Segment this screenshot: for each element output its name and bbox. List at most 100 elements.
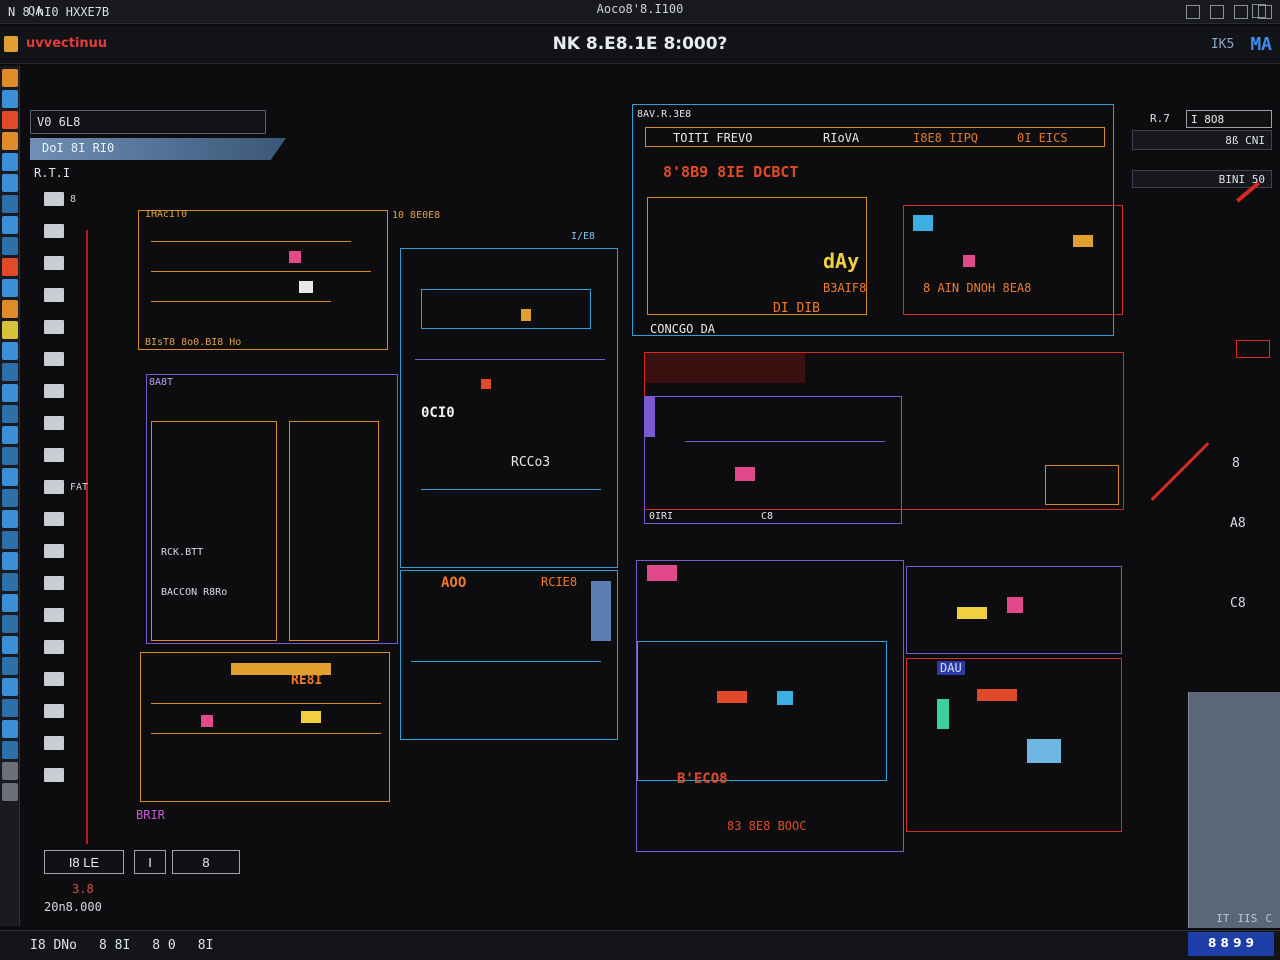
tool-icon[interactable]: [2, 636, 18, 654]
tool-icon[interactable]: [2, 174, 18, 192]
left-tool-item[interactable]: [44, 608, 70, 622]
tool-icon[interactable]: [2, 405, 18, 423]
right-side-item[interactable]: C8: [1230, 596, 1246, 611]
tool-icon[interactable]: [2, 300, 18, 318]
left-tool-item[interactable]: [44, 704, 70, 718]
status-item[interactable]: 8I: [197, 938, 214, 953]
tool-icon[interactable]: [2, 132, 18, 150]
left-panel-tab[interactable]: DoI 8I RI0: [30, 138, 286, 160]
restore-icon[interactable]: [1210, 4, 1224, 19]
tool-icon[interactable]: [2, 426, 18, 444]
tool-icon[interactable]: [2, 720, 18, 738]
tool-icon[interactable]: [2, 468, 18, 486]
frame-c-tab[interactable]: I8E8 IIPQ: [913, 131, 979, 145]
minimize-icon[interactable]: [1186, 4, 1200, 19]
sub-center-label: Aoco8'8.I100: [596, 2, 684, 16]
left-tool-item[interactable]: 8: [44, 192, 76, 206]
tool-icon[interactable]: [2, 447, 18, 465]
tool-icon[interactable]: [2, 111, 18, 129]
tool-icon[interactable]: [2, 153, 18, 171]
tool-icon[interactable]: [2, 552, 18, 570]
left-tool-item[interactable]: [44, 256, 70, 270]
tool-icon[interactable]: [2, 699, 18, 717]
status-right-item[interactable]: IIS: [1237, 912, 1258, 925]
tool-icon[interactable]: [2, 531, 18, 549]
tool-icon[interactable]: [2, 741, 18, 759]
header-mark-icon[interactable]: MA: [1250, 34, 1272, 55]
tool-icon[interactable]: [2, 321, 18, 339]
tool-icon[interactable]: [2, 678, 18, 696]
left-tool-item[interactable]: [44, 512, 70, 526]
left-tool-item[interactable]: [44, 768, 70, 782]
canvas-frame-f2[interactable]: [906, 566, 1122, 654]
status-item[interactable]: 8 0: [152, 938, 176, 953]
status-item[interactable]: 8 8I: [98, 938, 131, 953]
tool-icon[interactable]: [2, 216, 18, 234]
app-header: uvvectinuu NK 8.E8.1E 8:000? IK5 MA: [0, 26, 1280, 64]
canvas-frame-d[interactable]: 0IRI C8: [644, 396, 902, 524]
bottom-tag: BRIR: [136, 808, 165, 822]
right-panel-box[interactable]: I 8O8: [1186, 110, 1272, 128]
tool-icon[interactable]: [2, 258, 18, 276]
tool-icon[interactable]: [2, 69, 18, 87]
canvas-frame-g[interactable]: DAU: [906, 658, 1122, 832]
left-action-button[interactable]: 8: [172, 850, 240, 874]
left-action-button[interactable]: I: [134, 850, 166, 874]
tool-icon[interactable]: [2, 90, 18, 108]
left-tool-item[interactable]: [44, 288, 70, 302]
maximize-icon[interactable]: [1234, 4, 1248, 19]
left-tool-item[interactable]: [44, 576, 70, 590]
minimap-panel[interactable]: [1188, 692, 1280, 928]
left-action-button[interactable]: I8 LE: [44, 850, 124, 874]
tool-icon[interactable]: [2, 342, 18, 360]
left-tool-item[interactable]: [44, 640, 70, 654]
tool-icon[interactable]: [2, 384, 18, 402]
right-side-item[interactable]: A8: [1230, 516, 1246, 531]
left-tool-item[interactable]: [44, 384, 70, 398]
right-side-item[interactable]: 8: [1232, 456, 1240, 471]
canvas-frame-b[interactable]: I/E8 0CI0 RCCo3: [400, 231, 618, 568]
canvas-frame-bl[interactable]: AOO RCIE8: [400, 570, 618, 740]
tool-icon[interactable]: [2, 195, 18, 213]
tool-icon[interactable]: [2, 783, 18, 801]
expand-icon[interactable]: [1252, 4, 1266, 18]
header-right-label[interactable]: IK5: [1210, 37, 1235, 52]
tool-icon[interactable]: [2, 762, 18, 780]
left-tool-item[interactable]: [44, 320, 70, 334]
canvas-frame-c[interactable]: 8AV.R.3E8 TOITI FREVO RIoVA I8E8 IIPQ 0I…: [632, 104, 1123, 336]
canvas-frame-e[interactable]: RE8I: [140, 652, 390, 802]
status-item[interactable]: I8 DNo: [30, 938, 77, 953]
frame-c-tab[interactable]: 0I EICS: [1017, 131, 1068, 145]
right-red-box-icon[interactable]: [1236, 340, 1270, 358]
tool-icon[interactable]: [2, 279, 18, 297]
left-tool-item[interactable]: [44, 672, 70, 686]
tool-icon[interactable]: [2, 594, 18, 612]
left-block[interactable]: 8A8T RCK.BTT BACCON R8Ro: [146, 374, 398, 644]
left-tool-item[interactable]: [44, 416, 70, 430]
left-tool-item[interactable]: [44, 736, 70, 750]
tool-icon[interactable]: [2, 489, 18, 507]
tool-icon[interactable]: [2, 363, 18, 381]
tool-icon[interactable]: [2, 573, 18, 591]
right-panel-field[interactable]: BINI 50: [1132, 170, 1272, 188]
tool-icon[interactable]: [2, 615, 18, 633]
left-panel-label: R.T.I: [34, 166, 71, 180]
tool-icon[interactable]: [2, 657, 18, 675]
export-icon: [44, 736, 64, 750]
sub-left-label[interactable]: QA: [28, 4, 43, 18]
left-tool-item[interactable]: [44, 224, 70, 238]
left-panel-title[interactable]: V0 6L8: [30, 110, 266, 134]
right-panel-field[interactable]: 8ß CNI: [1132, 130, 1272, 150]
canvas-frame-a[interactable]: IHAcIT0 BIsT8 8o0.BI8 Ho: [138, 209, 388, 350]
status-right-item[interactable]: C: [1265, 912, 1272, 925]
tool-icon[interactable]: [2, 510, 18, 528]
left-tool-item[interactable]: [44, 544, 70, 558]
tool-icon[interactable]: [2, 237, 18, 255]
canvas-frame-f[interactable]: B'ECO8 83 8E8 BOOC: [636, 560, 904, 852]
left-tool-item[interactable]: [44, 352, 70, 366]
status-right-item[interactable]: IT: [1216, 912, 1230, 925]
left-tool-item[interactable]: FAT: [44, 480, 88, 494]
frame-c-tab[interactable]: TOITI FREVO: [673, 131, 753, 145]
frame-c-tab[interactable]: RIoVA: [823, 131, 860, 145]
left-tool-item[interactable]: [44, 448, 70, 462]
